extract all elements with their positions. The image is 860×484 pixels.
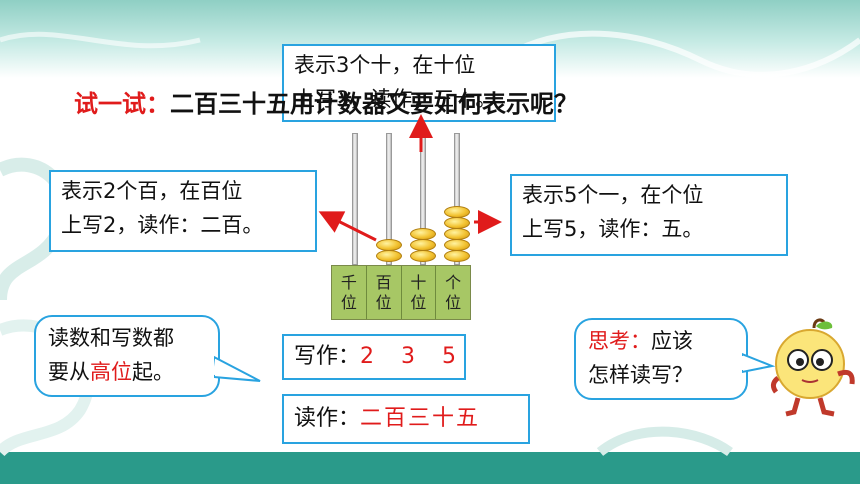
- place-ones-char1: 个: [445, 272, 462, 292]
- ones-callout-line1: 表示5个一，在个位: [522, 183, 704, 207]
- think-bubble-tail: [742, 352, 776, 374]
- tens-callout-line1: 表示3个十，在十位: [294, 53, 476, 77]
- abacus-bead: [410, 250, 436, 262]
- bottom-banner: [0, 452, 860, 484]
- abacus-bead: [410, 228, 436, 240]
- tip-speech-bubble: 读数和写数都 要从高位起。: [34, 315, 220, 397]
- place-hundreds-char1: 百: [375, 272, 392, 292]
- abacus-bead: [444, 228, 470, 240]
- abacus-bead: [376, 239, 402, 251]
- tens-explanation-callout: 表示3个十，在十位 上写3，读作：三十。: [282, 44, 556, 122]
- place-ones-char2: 位: [445, 292, 462, 312]
- place-thousands-char1: 千: [340, 272, 357, 292]
- tip-line1: 读数和写数都: [48, 326, 174, 350]
- hundreds-callout-line1: 表示2个百，在百位: [61, 179, 243, 203]
- abacus-rod-ones: [454, 133, 460, 265]
- tip-highlight: 高位: [90, 360, 132, 384]
- think-speech-bubble: 思考：应该 怎样读写？: [574, 318, 748, 400]
- apple-mascot-icon: [770, 318, 855, 417]
- place-tens-char1: 十: [410, 272, 427, 292]
- think-line1-text: 应该: [651, 329, 693, 353]
- read-value: 二百三十五: [360, 406, 481, 431]
- page-heading: 试一试：二百三十五用计数器又要如何表示呢？: [74, 84, 578, 119]
- place-thousands: 千 位: [332, 266, 367, 319]
- abacus-rod-thousands: [352, 133, 358, 265]
- hundreds-explanation-callout: 表示2个百，在百位 上写2，读作：二百。: [49, 170, 317, 252]
- place-hundreds: 百 位: [366, 266, 402, 319]
- ones-explanation-callout: 表示5个一，在个位 上写5，读作：五。: [510, 174, 788, 256]
- abacus-rod-hundreds: [386, 133, 392, 265]
- tip-line2: 要从高位起。: [48, 355, 206, 389]
- think-line1: 思考：应该: [588, 324, 734, 358]
- heading-text: 二百三十五用计数器又要如何表示呢？: [170, 90, 578, 118]
- write-value: 2 3 5: [360, 344, 466, 369]
- tip-line2-pre: 要从: [48, 360, 90, 384]
- abacus-bead: [444, 217, 470, 229]
- abacus-bead: [376, 250, 402, 262]
- read-label: 读作：: [294, 406, 361, 431]
- hundreds-callout-line2: 上写2，读作：二百。: [61, 213, 264, 237]
- think-line2: 怎样读写？: [588, 363, 693, 387]
- tip-bubble-tail: [214, 355, 261, 382]
- heading-prefix: 试一试：: [74, 90, 170, 118]
- tens-callout-line2: 上写3，读作：三十。: [294, 87, 497, 111]
- abacus-bead: [410, 239, 436, 251]
- place-ones: 个 位: [436, 266, 470, 319]
- place-hundreds-char2: 位: [375, 292, 392, 312]
- abacus-bead: [444, 206, 470, 218]
- abacus-bead: [444, 250, 470, 262]
- write-answer-box: 写作：2 3 5: [282, 334, 466, 380]
- place-tens-char2: 位: [410, 292, 427, 312]
- write-label: 写作：: [294, 344, 361, 369]
- place-tens: 十 位: [401, 266, 437, 319]
- ones-callout-line2: 上写5，读作：五。: [522, 217, 704, 241]
- read-answer-box: 读作：二百三十五: [282, 394, 530, 444]
- abacus-base: 千 位 百 位 十 位 个 位: [331, 265, 471, 320]
- place-thousands-char2: 位: [340, 292, 357, 312]
- think-prefix: 思考：: [588, 329, 651, 353]
- tip-line2-post: 起。: [132, 360, 174, 384]
- abacus-bead: [444, 239, 470, 251]
